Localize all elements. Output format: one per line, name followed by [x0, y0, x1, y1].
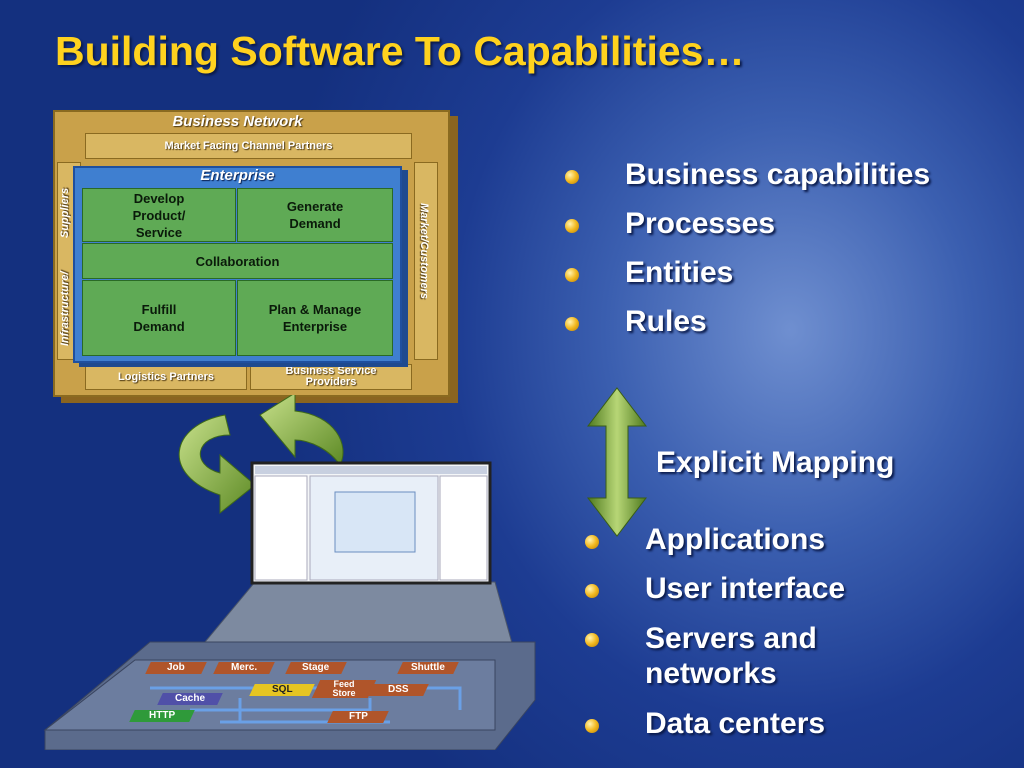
list-item: Entities: [565, 256, 930, 305]
bullet-icon: [585, 633, 599, 647]
tag-cache-text: Cache: [174, 693, 205, 704]
bullet-text: Data centers: [645, 707, 826, 740]
tag-feed-store-text: Feed Store: [332, 679, 356, 698]
tag-shuttle-text: Shuttle: [411, 662, 445, 673]
develop-text: Develop Product/ Service: [132, 190, 186, 240]
page-title: Building Software To Capabilities…: [55, 28, 745, 74]
list-item: Data centers: [585, 707, 885, 756]
bullet-icon: [585, 719, 599, 733]
bullet-text: Applications: [645, 523, 826, 556]
bullet-text: Rules: [625, 305, 707, 338]
bullet-icon: [585, 584, 599, 598]
list-item: Servers and networks: [585, 621, 885, 707]
market-customers-label: Market/Customers: [418, 203, 430, 299]
mapping-label: Explicit Mapping: [656, 446, 895, 479]
capabilities-list: Business capabilities Processes Entities…: [565, 158, 930, 354]
arrow-right-icon: [259, 395, 344, 466]
tag-merc-text: Merc.: [230, 662, 258, 673]
list-item: Business capabilities: [565, 158, 930, 207]
tag-dss: DSS: [367, 684, 429, 696]
bullet-text: Servers and networks: [645, 622, 817, 690]
implementation-list: Applications User interface Servers and …: [585, 523, 885, 756]
right-side-bar: [414, 162, 438, 360]
fulfill-text: Fulfill Demand: [133, 302, 185, 334]
bullet-icon: [565, 317, 579, 331]
arrow-left-icon: [178, 414, 256, 515]
tag-sql: SQL: [249, 684, 315, 696]
list-item: User interface: [585, 572, 885, 621]
infrastructure-label: Infrastructure/: [59, 271, 71, 346]
tag-cache: Cache: [157, 693, 223, 705]
collaboration-cell: Collaboration: [82, 243, 393, 279]
tag-shuttle: Shuttle: [397, 662, 459, 674]
double-arrow-icon: [586, 387, 648, 537]
develop-cell: Develop Product/ Service: [82, 188, 236, 242]
tag-dss-text: DSS: [387, 684, 409, 695]
tag-job-text: Job: [167, 662, 185, 673]
platform-illustration: [43, 461, 536, 750]
tag-job: Job: [145, 662, 207, 674]
business-network-title: Business Network: [172, 113, 303, 130]
suppliers-label: Suppliers: [59, 187, 71, 238]
list-item: Rules: [565, 305, 930, 354]
tag-ftp-text: FTP: [348, 711, 368, 722]
bullet-text: Processes: [625, 207, 776, 240]
bullet-text: Entities: [625, 256, 734, 289]
bullet-icon: [585, 535, 599, 549]
bullet-icon: [565, 268, 579, 282]
enterprise-title: Enterprise: [200, 167, 275, 184]
bullet-icon: [565, 170, 579, 184]
bullet-icon: [565, 219, 579, 233]
tag-http: HTTP: [129, 710, 195, 722]
fulfill-cell: Fulfill Demand: [82, 280, 236, 356]
market-partners-label: Market Facing Channel Partners: [85, 133, 412, 159]
list-item: Applications: [585, 523, 885, 572]
tag-merc: Merc.: [213, 662, 275, 674]
business-service-text: Business Service Providers: [285, 365, 377, 388]
tag-sql-text: SQL: [271, 684, 293, 695]
logistics-label: Logistics Partners: [85, 364, 247, 390]
plan-cell: Plan & Manage Enterprise: [237, 280, 393, 356]
bullet-text: Business capabilities: [625, 158, 931, 191]
business-service-label: Business Service Providers: [250, 364, 412, 390]
bullet-text: User interface: [645, 572, 846, 605]
list-item: Processes: [565, 207, 930, 256]
generate-cell: Generate Demand: [237, 188, 393, 242]
tag-ftp: FTP: [327, 711, 389, 723]
generate-text: Generate Demand: [286, 199, 344, 231]
tag-http-text: HTTP: [148, 710, 176, 721]
tag-stage: Stage: [285, 662, 347, 674]
plan-text: Plan & Manage Enterprise: [268, 302, 362, 334]
tag-stage-text: Stage: [302, 662, 330, 673]
